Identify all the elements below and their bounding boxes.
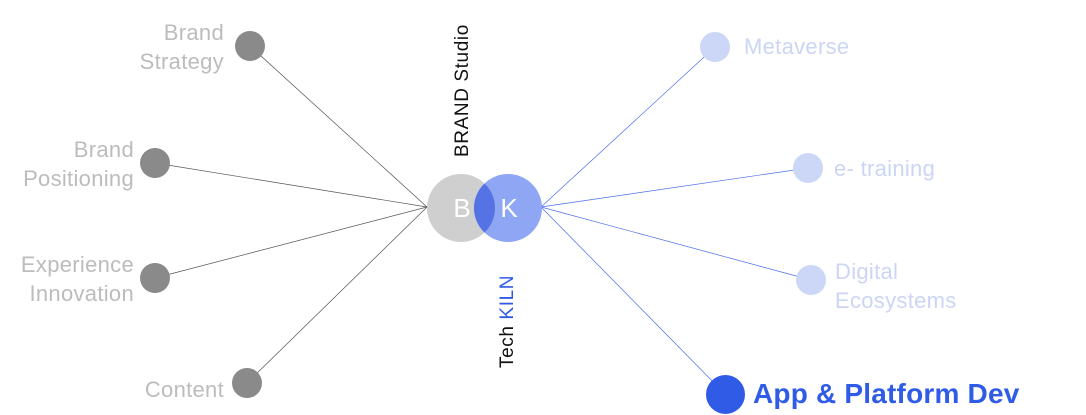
experience-innovation-dot <box>140 263 170 293</box>
content-dot <box>232 368 262 398</box>
metaverse-dot <box>700 32 730 62</box>
connector-app-platform <box>540 206 726 395</box>
tech-circle-letter: K <box>500 193 518 223</box>
tech-kiln-prefix: Tech <box>497 325 518 368</box>
tech-circle <box>474 174 542 242</box>
tech-kiln-label: Tech KILN <box>497 275 519 368</box>
brand-strategy-label: Brand Strategy <box>140 18 224 76</box>
content-line1: Content <box>144 377 224 402</box>
connector-e-training <box>540 167 809 208</box>
brand-strategy-line2: Strategy <box>139 49 224 74</box>
brand-studio-text: BRAND Studio <box>452 24 473 157</box>
digital-ecosystems-line1: Digital <box>835 259 899 284</box>
connector-content <box>246 206 428 384</box>
e-training-label: e- training <box>834 154 935 183</box>
brand-circle-letter: B <box>453 193 471 223</box>
experience-innovation-line1: Experience <box>20 252 134 277</box>
experience-innovation-line2: Innovation <box>29 281 134 306</box>
brand-positioning-label: Brand Positioning <box>23 135 134 193</box>
connector-metaverse <box>540 46 716 208</box>
digital-ecosystems-label: Digital Ecosystems <box>835 257 957 315</box>
digital-ecosystems-line2: Ecosystems <box>835 288 957 313</box>
brand-circle <box>427 174 495 242</box>
metaverse-line1: Metaverse <box>744 34 850 59</box>
brand-strategy-line1: Brand <box>163 20 224 45</box>
brand-positioning-line1: Brand <box>73 137 134 162</box>
digital-ecosystems-dot <box>796 265 826 295</box>
connector-digital-ecosystems <box>540 206 812 281</box>
connector-brand-positioning <box>154 162 428 208</box>
metaverse-label: Metaverse <box>744 32 849 61</box>
tech-kiln-accent: KILN <box>497 274 518 320</box>
content-label: Content <box>145 375 224 404</box>
app-platform-label[interactable]: App & Platform Dev <box>753 377 1020 411</box>
connector-experience-innovation <box>154 206 428 279</box>
app-platform-line1: App & Platform Dev <box>753 378 1020 409</box>
brand-positioning-dot <box>140 148 170 178</box>
connector-brand-strategy <box>249 45 428 208</box>
brand-strategy-dot <box>235 31 265 61</box>
e-training-dot <box>793 153 823 183</box>
brand-positioning-line2: Positioning <box>23 166 134 191</box>
experience-innovation-label: Experience Innovation <box>21 250 134 308</box>
brand-studio-label: BRAND Studio <box>452 24 474 157</box>
e-training-line1: e- training <box>834 156 936 181</box>
app-platform-dot <box>706 375 745 414</box>
